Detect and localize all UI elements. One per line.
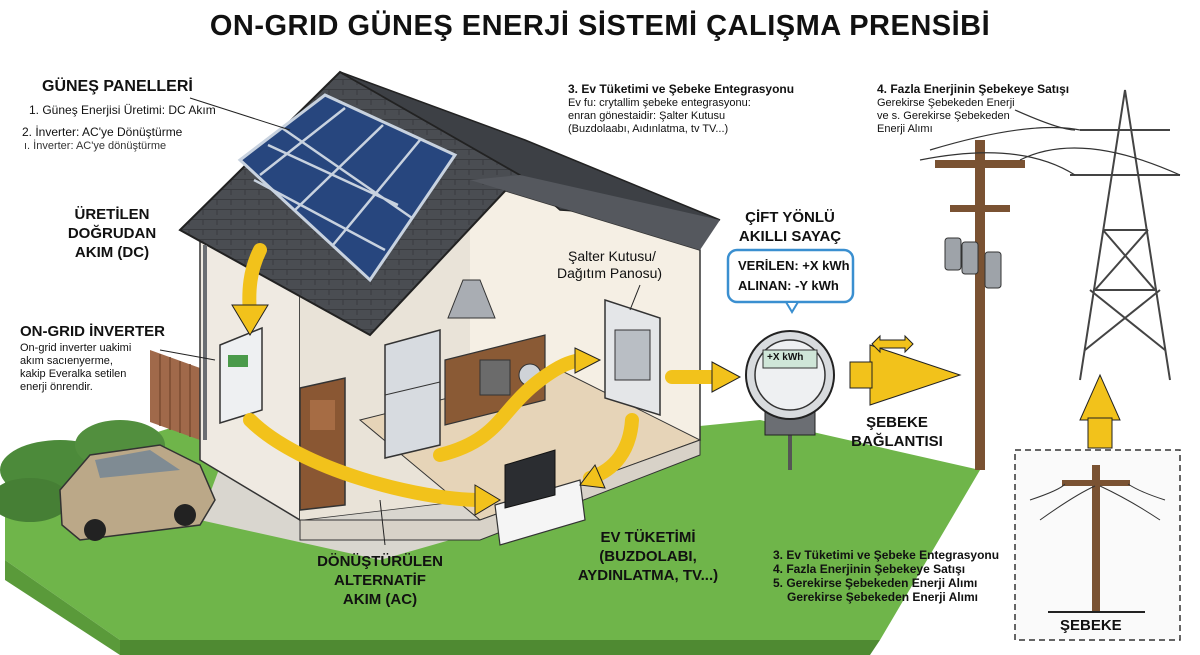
- integration-heading: 3. Ev Tüketimi ve Şebeke Entegrasyonu: [568, 82, 795, 96]
- front-door: [299, 377, 346, 511]
- panels-line-3: ı. İnverter: AC'ye dönüştürme: [24, 140, 167, 152]
- panels-line-2: 2. İnverter: AC'ye Dönüştürme: [22, 125, 183, 139]
- transmission-tower: [1070, 89, 1180, 381]
- inverter-device: [219, 326, 263, 425]
- meter-title: ÇİFT YÖNLÜ AKILLI SAYAÇ: [725, 208, 855, 246]
- arrow-to-breaker: [574, 347, 602, 374]
- solar-panel-array: [237, 93, 458, 283]
- inverter-line-3: kakip Everalka setilen: [20, 368, 127, 380]
- ac-line-3: AKIM (AC): [342, 591, 418, 608]
- grid-label: ŞEBEKE: [1060, 617, 1122, 634]
- consumption-label: EV TÜKETİMİ (BUZDOLABI, AYDINLATMA, TV..…: [568, 528, 728, 585]
- dc-line-2: DOĞRUDAN: [67, 225, 157, 242]
- connection-line-1: ŞEBEKE: [866, 414, 928, 431]
- energy-flow-arrows: [242, 243, 722, 507]
- integration-line-2: enran gönestaidir: Şalter Kutusu: [568, 110, 726, 122]
- sale-heading: 4. Fazla Enerjinin Şebekeye Satışı: [877, 82, 1070, 96]
- dc-label: ÜRETİLEN DOĞRUDAN AKIM (DC): [52, 205, 172, 262]
- meter-callout: [726, 248, 855, 314]
- consumption-line-1: EV TÜKETİMİ: [600, 529, 696, 546]
- summary-line-2: 4. Fazla Enerjinin Şebekeye Satışı: [773, 562, 966, 576]
- arrow-right-ac: [474, 484, 501, 516]
- sale-line-1: Gerekirse Şebekeden Enerji: [877, 97, 1015, 109]
- wooden-fence: [150, 350, 200, 440]
- ac-line-2: ALTERNATİF: [334, 572, 426, 589]
- arrow-to-tv: [579, 464, 606, 489]
- dc-line-1: ÜRETİLEN: [74, 206, 150, 223]
- arrow-down: [231, 304, 269, 336]
- integration-line-1: Ev fu: crytallim şebeke entegrasyonu:: [568, 97, 751, 109]
- inverter-line-4: enerji önrendir.: [20, 381, 93, 393]
- smart-meter: [745, 330, 835, 470]
- meter-taken: ALINAN: -Y kWh: [738, 278, 839, 293]
- summary-line-3: 5. Gerekirse Şebekeden Enerji Alımı: [773, 576, 978, 590]
- arrow-tail: [849, 361, 873, 389]
- inverter-line-2: akım sacıenyerme,: [20, 355, 113, 367]
- inverter-line-1: On-grid inverter uakimi: [20, 342, 132, 354]
- panels-heading: GÜNEŞ PANELLERİ: [42, 78, 193, 95]
- inverter-heading: ON-GRID İNVERTER: [20, 323, 166, 340]
- breaker-line-1: Şalter Kutusu/: [568, 248, 656, 264]
- car: [59, 444, 216, 541]
- ac-label: DÖNÜŞTÜRÜLEN ALTERNATİF AKIM (AC): [305, 552, 455, 609]
- arrow-up-from-grid: [1079, 373, 1121, 421]
- page-title: ON-GRID GÜNEŞ ENERJİ SİSTEMİ ÇALIŞMA PRE…: [209, 10, 991, 42]
- leader-lines: [159, 97, 641, 546]
- sale-line-2: ve s. Gerekirse Şebekeden: [877, 110, 1010, 122]
- grid-connection-label: ŞEBEKE BAĞLANTISI: [832, 413, 962, 451]
- integration-line-3: (Buzdolaabı, Aıdınlatma, tv TV...): [568, 123, 729, 135]
- breaker-line-2: Dağıtım Panosu): [557, 265, 663, 281]
- meter-title-line-2: AKILLI SAYAÇ: [738, 228, 842, 245]
- connection-line-2: BAĞLANTISI: [851, 433, 943, 450]
- meter-display: +X kWh: [767, 352, 804, 363]
- ac-line-1: DÖNÜŞTÜRÜLEN: [317, 553, 443, 570]
- utility-pole: [935, 140, 1025, 470]
- fridge: [384, 329, 441, 459]
- consumption-line-2: (BUZDOLABI,: [599, 548, 697, 565]
- grid-inset: [1014, 449, 1181, 641]
- bidirectional-arrow: [871, 334, 914, 354]
- breaker-box: [604, 298, 661, 417]
- meter-title-line-1: ÇİFT YÖNLÜ: [745, 209, 835, 226]
- power-lines: [919, 109, 1181, 176]
- sale-line-3: Enerji Alımı: [877, 123, 933, 135]
- panels-line-1: 1. Güneş Enerjisi Üretimi: DC Akım: [29, 103, 216, 117]
- consumption-line-3: AYDINLATMA, TV...): [577, 567, 719, 584]
- dc-line-3: AKIM (DC): [74, 244, 150, 261]
- summary-line-1: 3. Ev Tüketimi ve Şebeke Entegrasyonu: [773, 548, 1000, 562]
- meter-given: VERİLEN: +X kWh: [738, 258, 850, 273]
- arrow-to-meter: [711, 361, 742, 393]
- summary-line-4: Gerekirse Şebekeden Enerji Alımı: [787, 590, 978, 604]
- arrow-to-grid: [869, 344, 962, 406]
- tv-unit: [494, 449, 586, 546]
